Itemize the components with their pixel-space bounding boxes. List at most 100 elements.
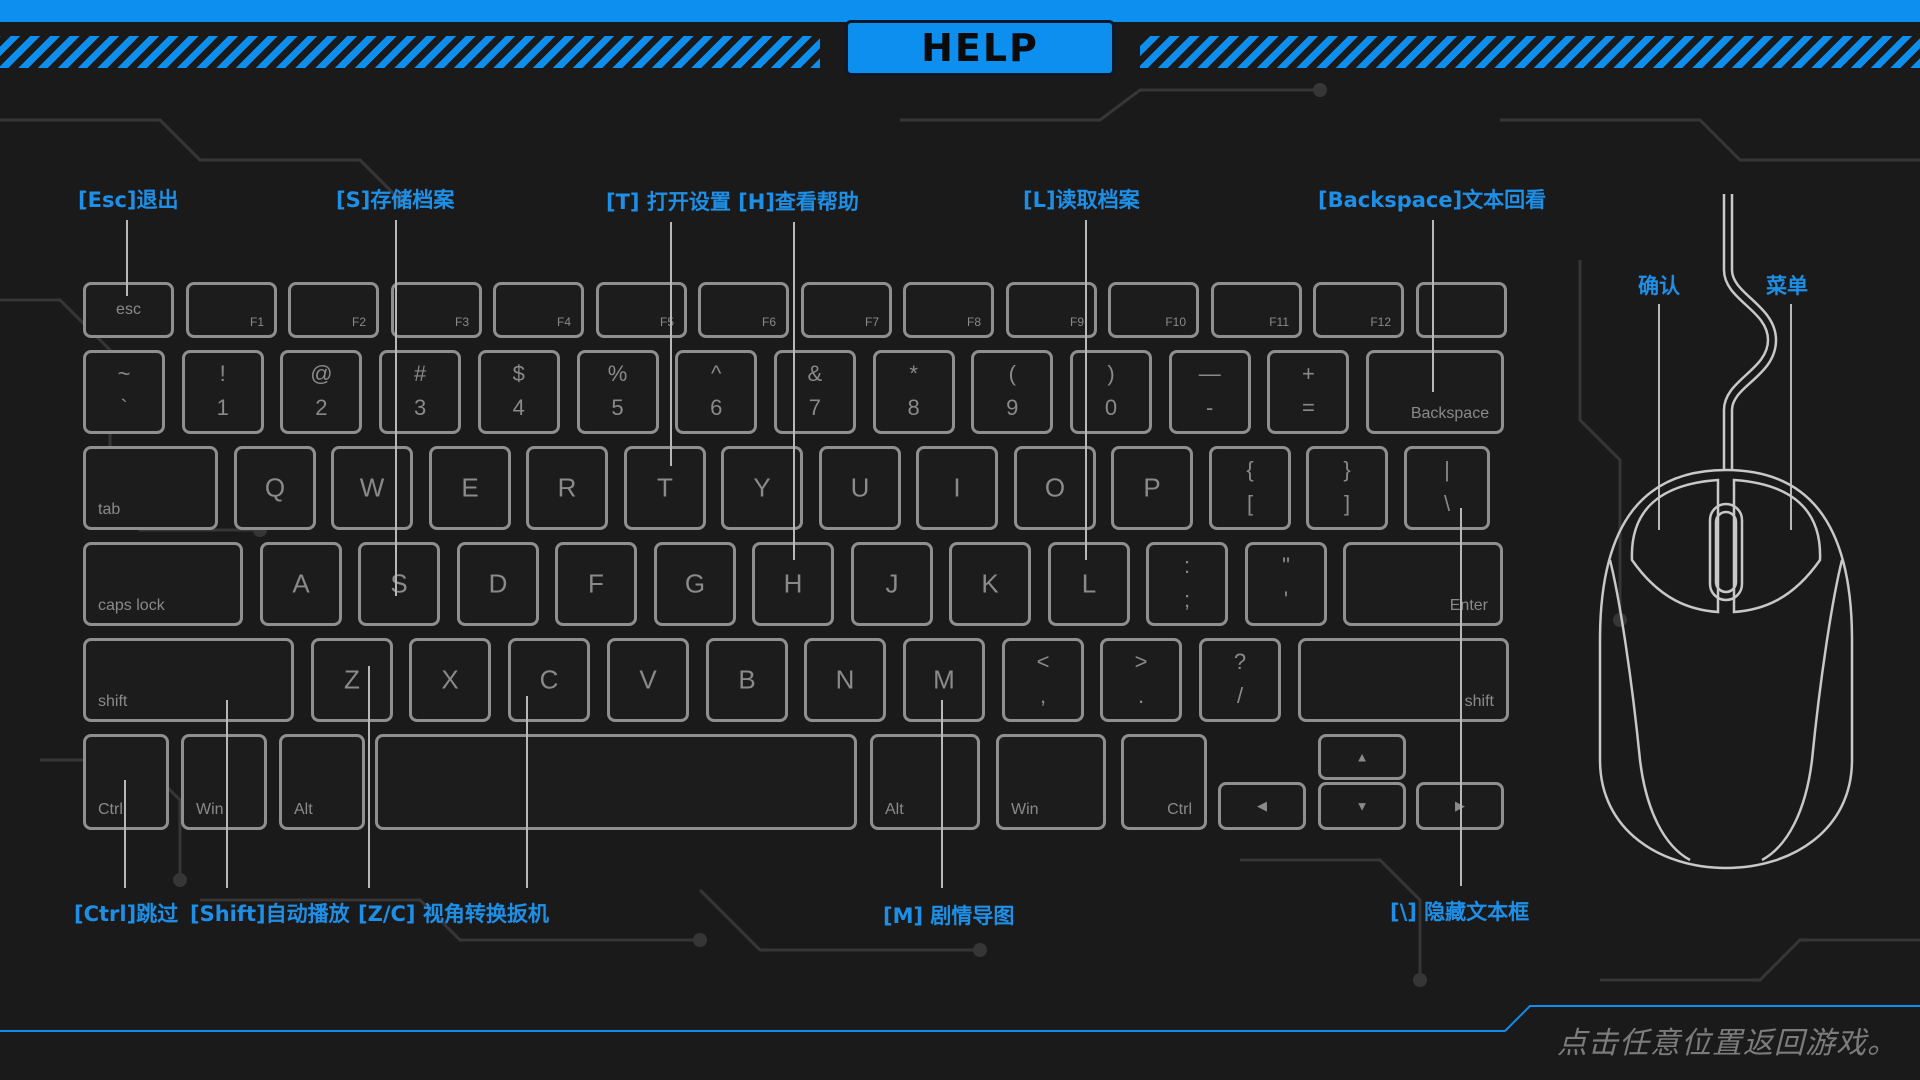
key-label: Enter <box>1449 597 1488 614</box>
key-letter: Q <box>264 472 286 503</box>
key-letter: H <box>783 568 803 599</box>
key-a-1: A <box>260 542 342 626</box>
key-label: Backspace <box>1410 405 1490 422</box>
key-z-1: Z <box>311 638 393 722</box>
key-letter: V <box>639 664 657 695</box>
key-letter: O <box>1044 472 1066 503</box>
mouse-wheel-inner <box>1714 510 1738 594</box>
label-ctrl: [Ctrl]跳过 <box>74 902 179 926</box>
key-letter: S <box>390 568 408 599</box>
mouse-right-contour <box>1761 559 1844 862</box>
key-fn-7: F7 <box>801 282 892 338</box>
key-letter: W <box>359 472 385 503</box>
key-label: Win <box>1011 801 1039 818</box>
footer-line <box>0 1030 1505 1032</box>
key-num-1: !1 <box>181 350 264 434</box>
key-letter: M <box>933 664 955 695</box>
key-shift-symbol: " <box>1282 553 1290 578</box>
key-letter: F <box>588 568 604 599</box>
key-letter: C <box>539 664 559 695</box>
key-shift-symbol: * <box>909 361 918 386</box>
key-q-2: W <box>331 446 413 530</box>
key-shift-symbol: } <box>1343 457 1351 482</box>
key-base-symbol: 3 <box>413 395 427 420</box>
key-label: F7 <box>864 315 879 329</box>
mouse-outer-body <box>1598 468 1854 870</box>
key-base-symbol: / <box>1236 683 1244 708</box>
key-fn-6: F6 <box>698 282 789 338</box>
leader-confirm <box>1658 304 1660 530</box>
arrow-icon: ◀ <box>1257 798 1267 813</box>
leader-ctrl <box>124 780 126 888</box>
top-bar <box>0 0 1920 22</box>
key-shift-symbol: & <box>807 361 823 386</box>
key-label: F9 <box>1069 315 1084 329</box>
top-stripes-right <box>1140 36 1920 68</box>
key-label: Ctrl <box>1167 801 1192 818</box>
key-shift-symbol: : <box>1183 553 1191 578</box>
key-base-symbol: ] <box>1343 491 1351 516</box>
label-esc: [Esc]退出 <box>78 188 179 212</box>
key-q-4: R <box>526 446 608 530</box>
mouse-wheel <box>1708 502 1744 602</box>
leader-backspace <box>1432 220 1434 392</box>
key-a-8: K <box>949 542 1031 626</box>
key-space <box>375 734 857 830</box>
key-label: esc <box>116 301 141 318</box>
key-bottom-6: Ctrl <box>1121 734 1207 830</box>
key-bottom-0: Ctrl <box>83 734 169 830</box>
key-z-6: N <box>804 638 886 722</box>
key-q-11: {[ <box>1209 446 1291 530</box>
key-letter: X <box>441 664 459 695</box>
key-shift-symbol: < <box>1036 649 1050 674</box>
key-shift-symbol: — <box>1198 361 1221 386</box>
mouse-cable <box>1722 194 1770 470</box>
key-a-2: S <box>358 542 440 626</box>
key-z-3: C <box>508 638 590 722</box>
key-letter: Z <box>344 664 360 695</box>
key-label: Win <box>196 801 224 818</box>
key-shift-symbol: @ <box>310 361 333 386</box>
mouse-right-button <box>1732 478 1822 614</box>
key-fn-0: esc <box>83 282 174 338</box>
key-q-13: |\ <box>1404 446 1490 530</box>
key-num-10: )0 <box>1070 350 1152 434</box>
key-num-8: *8 <box>872 350 955 434</box>
key-bottom-2: Alt <box>279 734 365 830</box>
key-q-1: Q <box>234 446 316 530</box>
key-label: Ctrl <box>98 801 123 818</box>
key-base-symbol: 7 <box>808 395 822 420</box>
key-num-9: (9 <box>971 350 1054 434</box>
key-a-3: D <box>457 542 539 626</box>
key-num-4: $4 <box>477 350 560 434</box>
return-to-game-hint[interactable]: 点击任意位置返回游戏。 <box>1557 1026 1898 1061</box>
key-fn-4: F4 <box>493 282 584 338</box>
label-settings-help: [T] 打开设置 [H]查看帮助 <box>606 190 859 214</box>
leader-shift <box>226 700 228 888</box>
key-base-symbol: ` <box>120 395 128 420</box>
key-base-symbol: 9 <box>1006 395 1019 420</box>
label-hide: [\] 隐藏文本框 <box>1390 900 1530 924</box>
key-label: F8 <box>966 315 981 329</box>
key-label: Alt <box>294 801 313 818</box>
key-label: F4 <box>556 315 571 329</box>
key-z-5: B <box>706 638 788 722</box>
key-label: F1 <box>249 315 264 329</box>
key-base-symbol: 0 <box>1104 395 1118 420</box>
key-letter: K <box>981 568 999 599</box>
key-z-10: ?/ <box>1199 638 1281 722</box>
key-base-symbol: - <box>1206 395 1214 420</box>
key-base-symbol: \ <box>1443 491 1451 516</box>
key-fn-1: F1 <box>186 282 277 338</box>
key-q-9: O <box>1014 446 1096 530</box>
key-fn-8: F8 <box>903 282 994 338</box>
key-base-symbol: 8 <box>907 395 920 420</box>
key-q-6: Y <box>721 446 803 530</box>
label-map: [M] 剧情导图 <box>883 904 1015 928</box>
key-letter: D <box>488 568 508 599</box>
key-z-8: <, <box>1002 638 1084 722</box>
top-stripes-left <box>0 36 820 68</box>
key-shift-symbol: { <box>1246 457 1254 482</box>
